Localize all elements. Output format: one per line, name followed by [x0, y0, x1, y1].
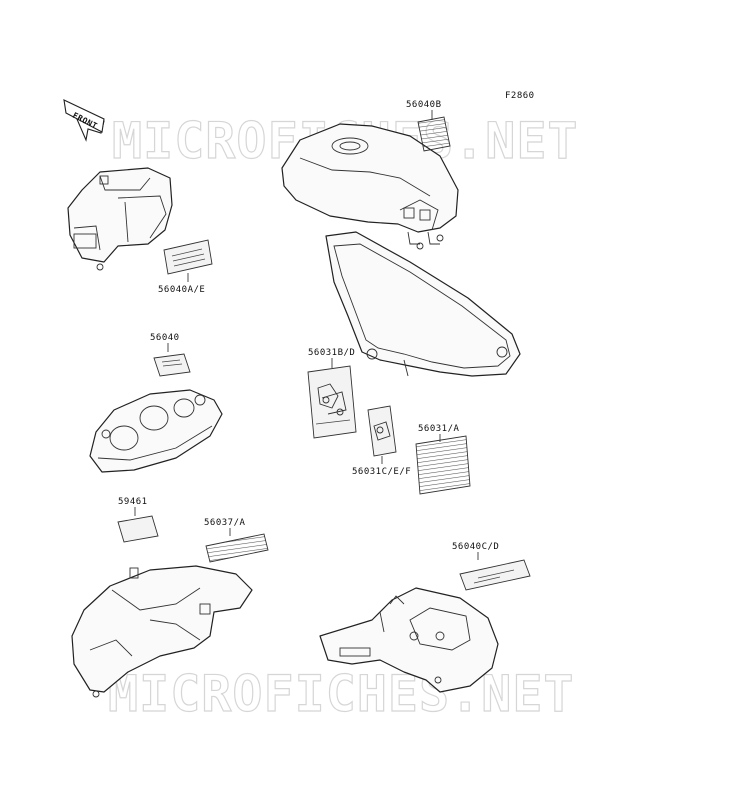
- warning-label-56031bd: [307, 365, 357, 439]
- upper-fairing-part: [67, 167, 173, 271]
- label-56040: 56040: [150, 333, 180, 343]
- label-59461: 59461: [118, 497, 148, 507]
- label-56031bd: 56031B/D: [308, 348, 355, 358]
- inner-fairing-part: [71, 565, 253, 698]
- figure-code: F2860: [505, 91, 535, 101]
- label-56040b: 56040B: [406, 100, 442, 110]
- label-56031a: 56031/A: [418, 424, 460, 434]
- decal-56040ae: [163, 239, 213, 282]
- front-bracket-part: [319, 587, 499, 693]
- fuel-tank-part: [281, 123, 459, 250]
- label-56031cef: 56031C/E/F: [352, 467, 411, 477]
- label-56040ae: 56040A/E: [158, 285, 205, 295]
- decal-56040cd: [459, 559, 531, 591]
- warning-label-56031cef: [367, 405, 397, 464]
- decal-56040: [153, 353, 191, 377]
- decal-56031a: [415, 435, 471, 495]
- label-56037a: 56037/A: [204, 518, 246, 528]
- instrument-panel-part: [89, 389, 223, 473]
- watermark-bottom: MICROFICHES.NET: [108, 665, 575, 723]
- label-56040cd: 56040C/D: [452, 542, 499, 552]
- front-arrow-icon: FRONT: [63, 99, 105, 142]
- decal-56037a: [205, 533, 269, 563]
- decal-56040b: [417, 116, 451, 152]
- decal-59461: [117, 515, 159, 543]
- side-cover-part: [325, 231, 521, 377]
